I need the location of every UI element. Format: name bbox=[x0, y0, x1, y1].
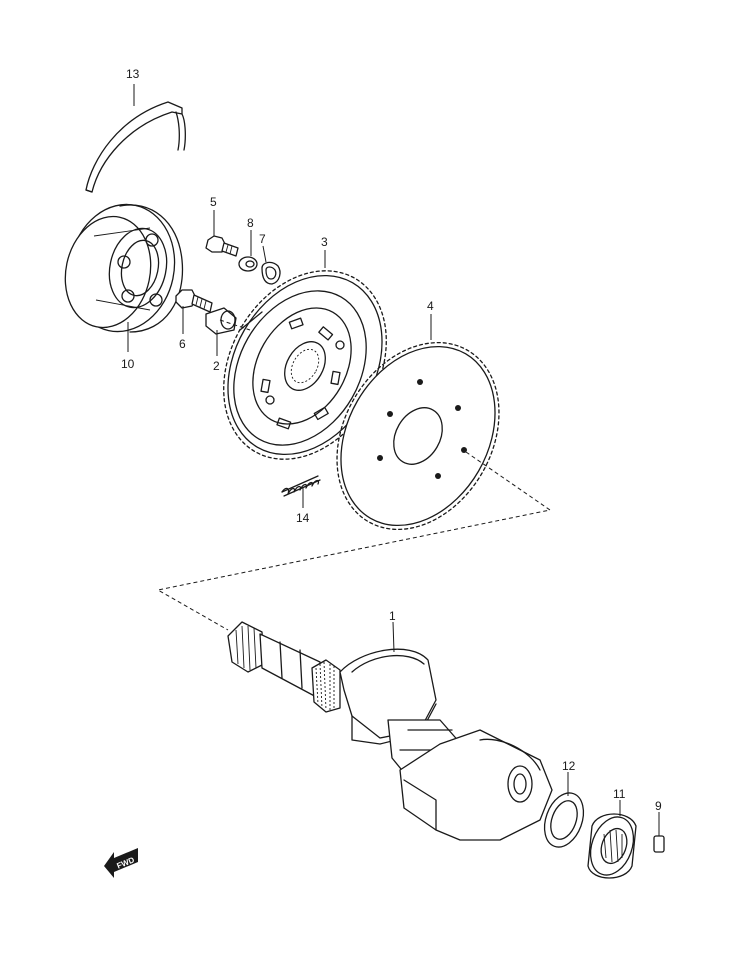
label-part-11: 11 bbox=[613, 787, 626, 801]
label-part-4: 4 bbox=[427, 299, 434, 313]
part-12-washer bbox=[543, 792, 585, 848]
label-part-9: 9 bbox=[655, 799, 662, 813]
part-7-o-ring bbox=[261, 261, 281, 285]
leader-lines bbox=[127, 84, 660, 836]
label-part-1: 1 bbox=[389, 609, 396, 623]
label-part-14: 14 bbox=[296, 511, 310, 525]
part-4-driven-gear bbox=[336, 341, 500, 531]
label-part-5: 5 bbox=[210, 195, 217, 209]
part-1-crankshaft bbox=[227, 621, 553, 841]
label-part-7: 7 bbox=[259, 232, 266, 246]
part-10-bearing bbox=[64, 203, 184, 333]
label-part-8: 8 bbox=[247, 216, 254, 230]
label-part-3: 3 bbox=[321, 235, 328, 249]
part-6-bolt bbox=[175, 289, 213, 313]
label-part-6: 6 bbox=[179, 337, 186, 351]
part-9-pin bbox=[653, 835, 665, 853]
part-2-spacer bbox=[205, 307, 237, 335]
forward-arrow-icon: FWD bbox=[104, 848, 138, 878]
part-13-circlip bbox=[85, 101, 186, 193]
part-11-needle-bearing bbox=[587, 813, 637, 879]
label-part-10: 10 bbox=[121, 357, 135, 371]
part-labels: 13 5 8 7 3 4 10 6 2 14 1 12 11 9 bbox=[121, 67, 662, 813]
part-5-bolt bbox=[205, 235, 239, 257]
label-part-2: 2 bbox=[213, 359, 220, 373]
label-part-13: 13 bbox=[126, 67, 140, 81]
part-14-spring bbox=[281, 475, 321, 497]
part-8-washer bbox=[238, 256, 258, 272]
label-part-12: 12 bbox=[562, 759, 576, 773]
